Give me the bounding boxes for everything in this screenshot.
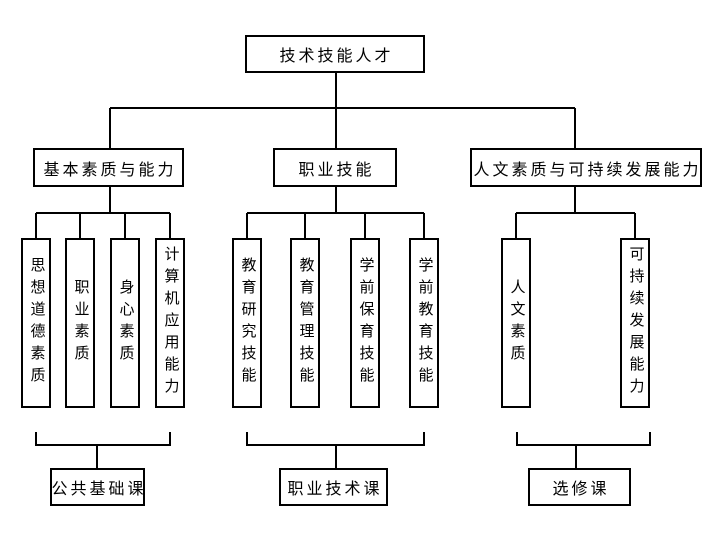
node-vocational-skills: 职业技能 xyxy=(273,148,397,187)
node-label: 职业素质 xyxy=(72,279,89,367)
node-ideological-moral-quality: 思想道德素质 xyxy=(21,238,51,408)
node-education-research-skills: 教育研究技能 xyxy=(232,238,262,408)
node-label: 计算机应用能力 xyxy=(162,246,179,400)
node-label: 学前教育技能 xyxy=(416,257,433,389)
node-preschool-education-skills: 学前教育技能 xyxy=(409,238,439,408)
node-preschool-childcare-skills: 学前保育技能 xyxy=(350,238,380,408)
node-vocational-technical-course: 职业技术课 xyxy=(279,468,388,506)
node-label: 职业技术课 xyxy=(287,481,383,498)
node-label: 可持续发展能力 xyxy=(627,246,644,400)
node-label: 教育管理技能 xyxy=(297,257,314,389)
node-humanistic-quality: 人文素质 xyxy=(501,238,531,408)
node-label: 选修课 xyxy=(552,481,610,498)
node-label: 职业技能 xyxy=(298,161,375,179)
node-basic-quality-ability: 基本素质与能力 xyxy=(33,148,184,187)
node-humanistic-sustainable-ability: 人文素质与可持续发展能力 xyxy=(470,148,702,187)
node-label: 人文素质与可持续发展能力 xyxy=(473,161,702,179)
node-education-management-skills: 教育管理技能 xyxy=(290,238,320,408)
node-label: 学前保育技能 xyxy=(357,257,374,389)
node-professional-quality: 职业素质 xyxy=(65,238,95,408)
node-label: 技术技能人才 xyxy=(279,48,394,65)
node-elective-course: 选修课 xyxy=(528,468,631,506)
node-technical-talent: 技术技能人才 xyxy=(245,35,425,73)
node-label: 思想道德素质 xyxy=(28,257,45,389)
node-physical-mental-quality: 身心素质 xyxy=(110,238,140,408)
node-label: 教育研究技能 xyxy=(239,257,256,389)
node-label: 基本素质与能力 xyxy=(43,161,177,179)
node-label: 人文素质 xyxy=(508,279,525,367)
node-sustainable-development-ability: 可持续发展能力 xyxy=(620,238,650,408)
node-label: 公共基础课 xyxy=(51,481,147,498)
node-computer-application-ability: 计算机应用能力 xyxy=(155,238,185,408)
node-label: 身心素质 xyxy=(117,279,134,367)
node-public-basic-course: 公共基础课 xyxy=(50,468,145,506)
